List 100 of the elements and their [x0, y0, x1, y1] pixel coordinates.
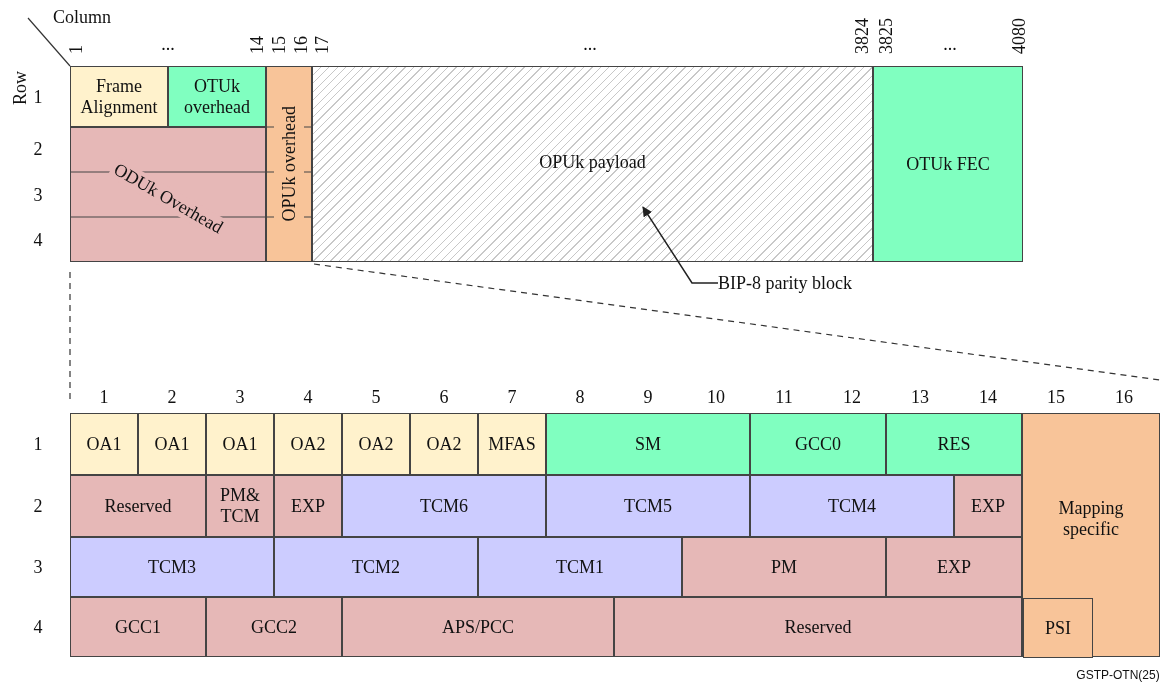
axis-label: 1 [66, 45, 86, 54]
field-cell [206, 597, 342, 657]
field-cell [1023, 598, 1093, 658]
field-cell [886, 413, 1022, 475]
field-label: OA2 [358, 433, 394, 455]
field-label: OA2 [426, 433, 462, 455]
axis-label: ... [943, 34, 957, 54]
field-label: TCM3 [148, 556, 196, 578]
axis-label: 12 [843, 387, 861, 407]
field-cell [206, 475, 274, 537]
axis-label: 4 [303, 387, 313, 407]
payload-area [312, 66, 873, 262]
field-cell [206, 413, 274, 475]
field-label: OA1 [222, 433, 258, 455]
field-label: TCM4 [828, 495, 876, 517]
axis-label: 8 [575, 387, 585, 407]
field-label: OPUk overhead [278, 106, 300, 222]
axis-label: 15 [1047, 387, 1065, 407]
axis-label: 3 [235, 387, 245, 407]
axis-label: Column [53, 7, 111, 27]
axis-label: 2 [33, 139, 43, 159]
field-label: PM [771, 556, 797, 578]
axis-label: 16 [1115, 387, 1133, 407]
field-cell [546, 475, 750, 537]
axis-label: 3 [33, 185, 43, 205]
field-cell [873, 66, 1023, 262]
field-cell [682, 537, 886, 597]
axis-label: 4080 [1009, 18, 1029, 54]
field-label: EXP [291, 495, 325, 517]
axis-label: 5 [371, 387, 381, 407]
axis-label: 16 [291, 36, 311, 54]
field-label: SM [635, 433, 661, 455]
axis-label: ... [583, 34, 597, 54]
field-label: RES [937, 433, 971, 455]
field-label: OA2 [290, 433, 326, 455]
field-cell [138, 413, 206, 475]
axis-label: Row [10, 71, 30, 105]
field-cell [478, 537, 682, 597]
axis-label: 2 [33, 496, 43, 516]
field-cell [70, 413, 138, 475]
field-label: TCM1 [556, 556, 604, 578]
field-label: Frame Alignment [79, 75, 159, 118]
field-label: GCC2 [251, 616, 297, 638]
field-cell [70, 475, 206, 537]
axis-label: ... [161, 34, 175, 54]
field-label: PSI [1045, 617, 1071, 639]
field-cell [266, 66, 312, 262]
field-label: OTUk overhead [183, 75, 251, 118]
field-cell [1022, 413, 1160, 657]
axis-label: 15 [269, 36, 289, 54]
field-cell [274, 475, 342, 537]
field-cell [546, 413, 750, 475]
axis-label: 3824 [852, 18, 872, 54]
axis-label: 9 [643, 387, 653, 407]
field-cell [168, 66, 266, 127]
axis-label: 17 [312, 36, 332, 54]
field-cell [954, 475, 1022, 537]
axis-label: 3 [33, 557, 43, 577]
axis-label: 11 [775, 387, 793, 407]
axis-label: 14 [979, 387, 997, 407]
field-label: EXP [971, 495, 1005, 517]
field-label: Reserved [104, 495, 172, 517]
field-label: Reserved [784, 616, 852, 638]
field-cell [410, 413, 478, 475]
field-cell [70, 537, 274, 597]
callout-text: BIP-8 parity block [718, 272, 898, 294]
axis-label: 7 [507, 387, 517, 407]
field-cell [70, 66, 168, 127]
field-label: Mapping specific [1057, 498, 1125, 540]
field-label: OA1 [154, 433, 190, 455]
axis-label: 3825 [876, 18, 896, 54]
field-label: TCM2 [352, 556, 400, 578]
field-label: PM& TCM [219, 485, 261, 527]
axis-label: 2 [167, 387, 177, 407]
field-label: GCC1 [115, 616, 161, 638]
field-cell [70, 597, 206, 657]
field-label: OPUk payload [539, 151, 646, 173]
axis-label: 6 [439, 387, 449, 407]
field-cell [274, 413, 342, 475]
field-cell [70, 127, 266, 262]
axis-label: 1 [33, 87, 43, 107]
field-cell [886, 537, 1022, 597]
leader-line [642, 206, 719, 284]
axis-label: 1 [99, 387, 109, 407]
field-label: GCC0 [795, 433, 841, 455]
field-label: TCM6 [420, 495, 468, 517]
axis-label: 1 [33, 434, 43, 454]
field-label: EXP [937, 556, 971, 578]
figure-id: GSTP-OTN(25) [1076, 668, 1160, 682]
axis-label: 14 [247, 36, 267, 54]
field-cell [342, 413, 410, 475]
axis-label: 13 [911, 387, 929, 407]
field-cell [274, 537, 478, 597]
axis-label: 4 [33, 617, 43, 637]
field-cell [342, 597, 614, 657]
field-label: TCM5 [624, 495, 672, 517]
field-label: OTUk FEC [906, 153, 990, 175]
field-cell [478, 413, 546, 475]
field-cell [614, 597, 1022, 657]
field-cell [342, 475, 546, 537]
